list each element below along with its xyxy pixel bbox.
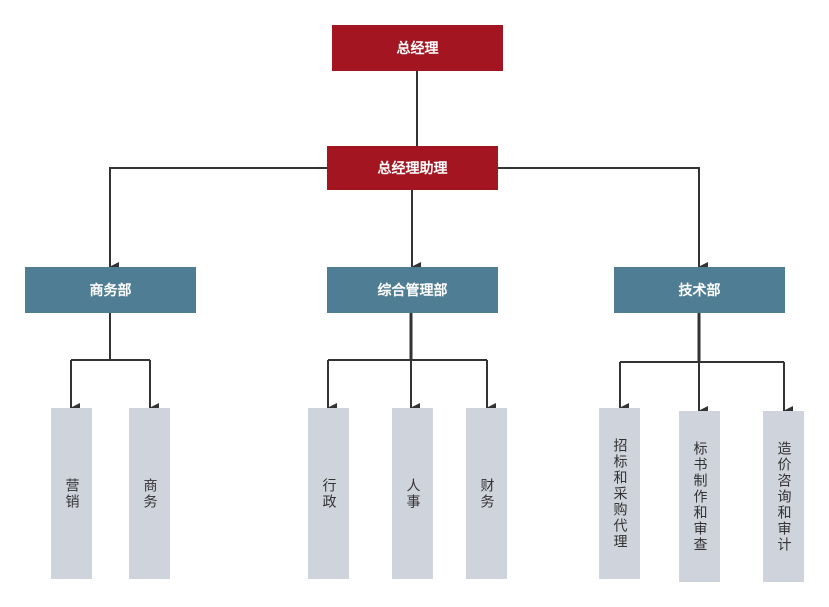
team-label: 招标和采购代理 xyxy=(611,437,628,550)
assistant-node: 总经理助理 xyxy=(327,146,498,190)
team-node: 财务 xyxy=(466,408,507,579)
team-label: 营销 xyxy=(63,477,80,510)
team-label: 财务 xyxy=(478,477,495,510)
connector-assistant-dept-1 xyxy=(109,167,327,272)
department-node: 综合管理部 xyxy=(327,267,498,313)
team-node: 造价咨询和审计 xyxy=(763,411,804,582)
team-node: 招标和采购代理 xyxy=(599,408,640,579)
team-node: 营销 xyxy=(51,408,92,579)
team-label: 标书制作和审查 xyxy=(691,440,708,553)
team-label: 造价咨询和审计 xyxy=(775,440,792,553)
department-label: 综合管理部 xyxy=(377,283,448,299)
assistant-node-label: 总经理助理 xyxy=(377,161,448,177)
root-node-label: 总经理 xyxy=(396,41,439,57)
team-label: 人事 xyxy=(404,477,421,510)
department-label: 商务部 xyxy=(89,283,132,299)
root-node: 总经理 xyxy=(332,25,503,71)
team-label: 行政 xyxy=(320,477,337,510)
department-node: 商务部 xyxy=(25,267,196,313)
team-node: 标书制作和审查 xyxy=(679,411,720,582)
team-node: 人事 xyxy=(392,408,433,579)
department-label: 技术部 xyxy=(678,283,721,299)
department-node: 技术部 xyxy=(614,267,785,313)
team-node: 行政 xyxy=(308,408,349,579)
team-label: 商务 xyxy=(141,477,158,510)
connector-assistant-dept-3 xyxy=(497,167,708,272)
team-node: 商务 xyxy=(129,408,170,579)
